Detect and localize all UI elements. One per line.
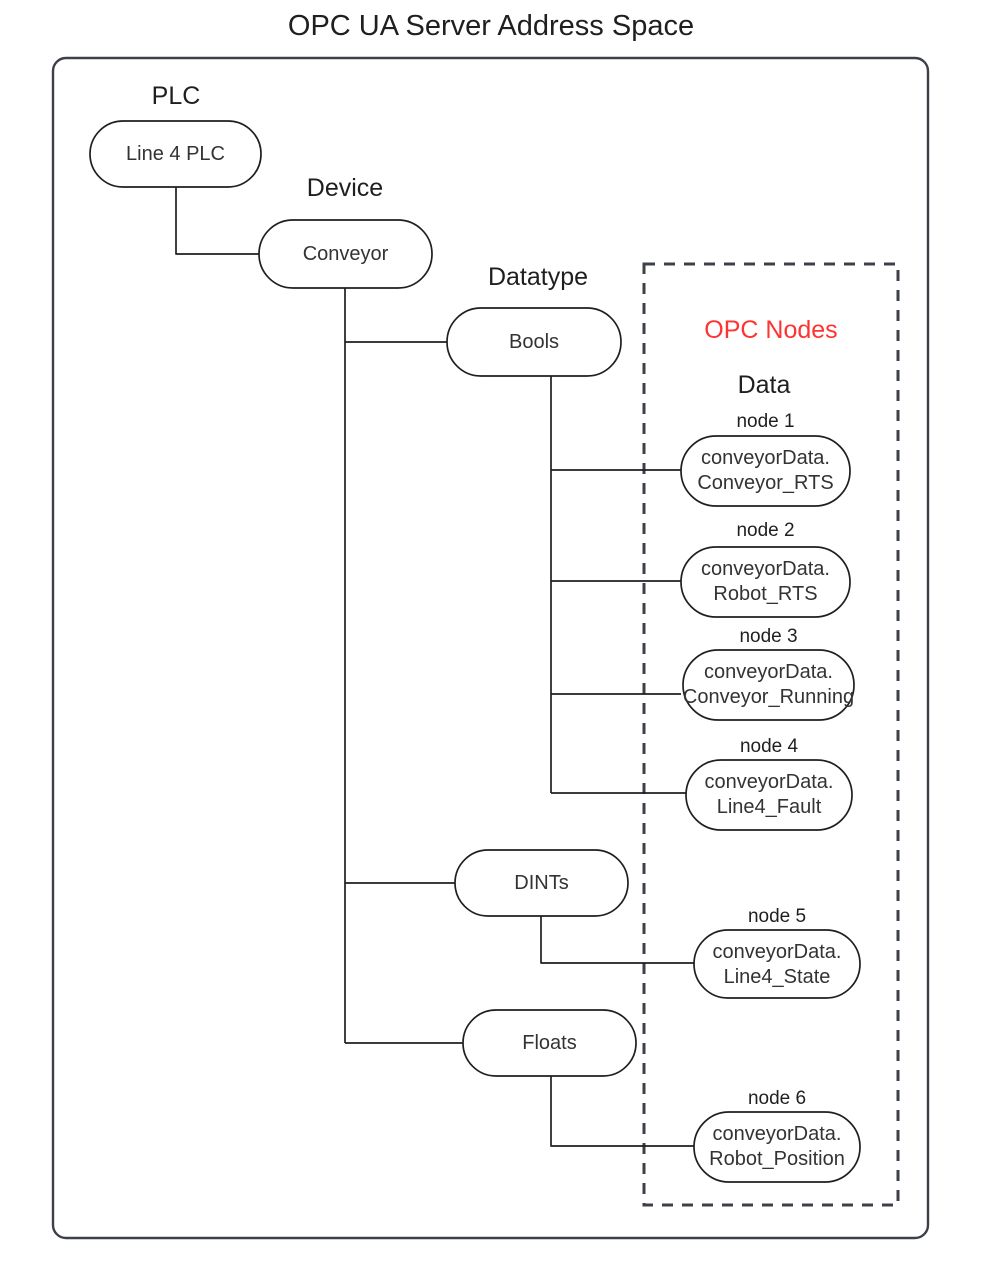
opc-node-6[interactable] — [694, 1112, 860, 1182]
device-node-shape — [258, 219, 433, 289]
opc-node-5[interactable] — [694, 930, 860, 998]
connector-dints-to-node5 — [540, 916, 694, 964]
datatype-bools-node[interactable] — [447, 308, 621, 376]
opc-node-3-shape — [682, 649, 855, 721]
opc-node-2-shape — [680, 546, 851, 618]
datatype-bools-shape — [446, 307, 622, 377]
device-node[interactable] — [259, 220, 432, 288]
opc-node-1-shape — [680, 435, 851, 507]
connector-plc-to-conveyor — [175, 187, 259, 255]
opc-nodes-dashed-box — [642, 262, 900, 1207]
datatype-dints-node[interactable] — [455, 850, 628, 916]
opc-node-2[interactable] — [681, 547, 850, 617]
node-shapes — [89, 120, 861, 1183]
opc-node-6-shape — [693, 1111, 861, 1183]
connector-floats-to-node6 — [550, 1076, 694, 1147]
datatype-dints-shape — [454, 849, 629, 917]
connector-lines — [175, 187, 694, 1147]
plc-node-shape — [89, 120, 262, 188]
opc-node-3[interactable] — [683, 650, 854, 720]
plc-node[interactable] — [90, 121, 261, 187]
opc-node-4-shape — [685, 759, 853, 831]
opc-node-5-shape — [693, 929, 861, 999]
datatype-floats-shape — [462, 1009, 637, 1077]
datatype-floats-node[interactable] — [463, 1010, 636, 1076]
opc-node-1[interactable] — [681, 436, 850, 506]
opc-node-4[interactable] — [686, 760, 852, 830]
